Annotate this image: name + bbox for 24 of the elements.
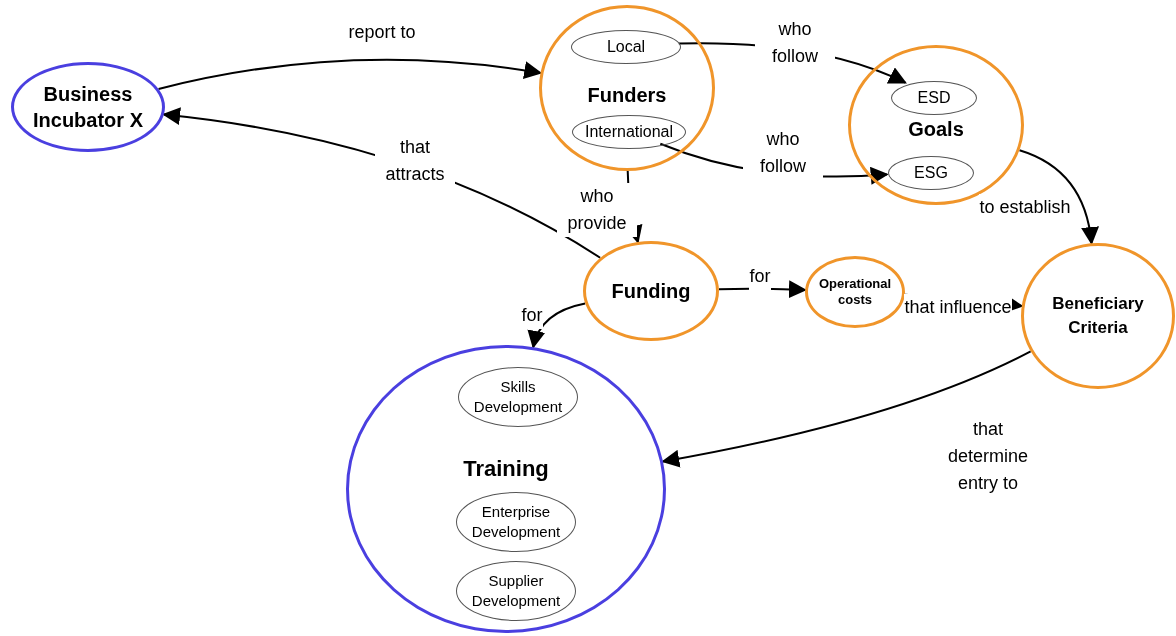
node-label: Beneficiary Criteria — [1051, 293, 1145, 339]
node-label: Local — [606, 37, 646, 57]
node-title: Training — [463, 456, 549, 481]
concept-circle — [1021, 243, 1175, 389]
concept-circle — [346, 345, 666, 633]
node-label: Funding — [611, 279, 691, 304]
node-label: International — [584, 122, 674, 142]
arrow — [1018, 149, 1099, 246]
concept-ellipse — [583, 241, 719, 341]
node-label: Supplier Development — [470, 571, 562, 611]
node-label: ESD — [917, 88, 951, 108]
node-label: Operational costs — [817, 276, 893, 308]
concept-ellipse — [11, 62, 165, 152]
node-label: ESG — [914, 163, 948, 183]
arrow — [157, 58, 543, 90]
node-label: Skills Development — [472, 377, 564, 417]
node-title: Funders — [587, 84, 667, 106]
node-label: Enterprise Development — [470, 502, 562, 542]
arrow — [528, 302, 587, 349]
node-label: Business Incubator X — [32, 82, 144, 133]
concept-circle — [539, 5, 715, 171]
node-title: Goals — [908, 118, 964, 140]
edge-label: who provide — [557, 183, 637, 237]
arrow — [661, 350, 1032, 468]
